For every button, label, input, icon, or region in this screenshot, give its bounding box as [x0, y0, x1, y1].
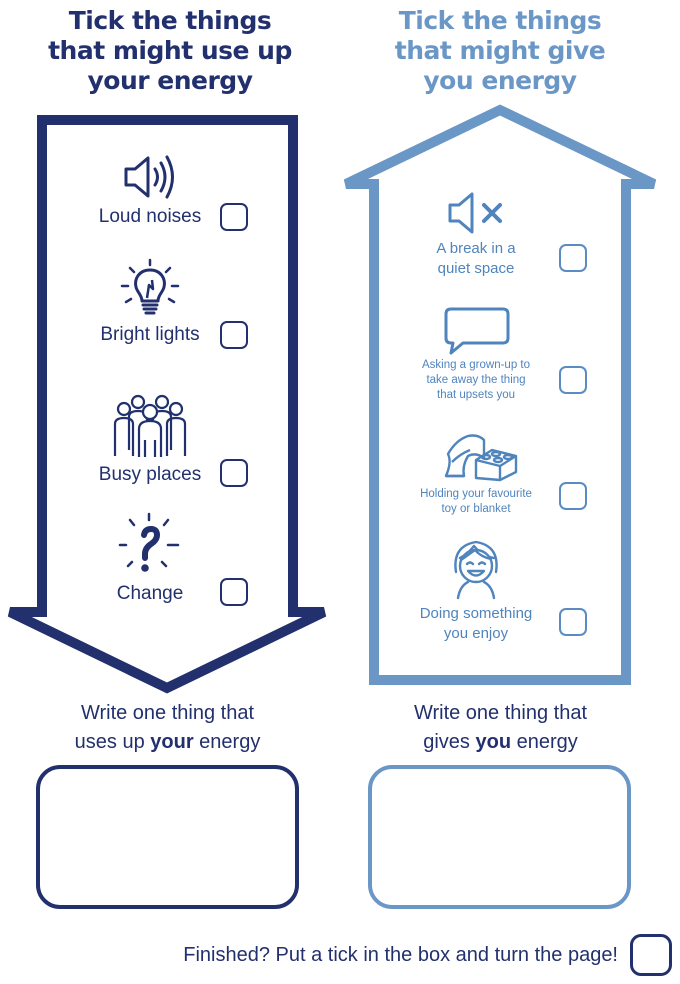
checkbox-bright-lights[interactable]: [220, 321, 248, 349]
write-prompt-drain-text: uses up: [74, 731, 151, 753]
speech-bubble-icon: [443, 306, 511, 356]
finished-instruction: Finished? Put a tick in the box and turn…: [183, 944, 618, 966]
energy-gain-title-line-2: that might give: [394, 36, 606, 65]
write-prompt-gain-line-2: gives you energy: [353, 728, 648, 757]
blanket-and-toy-icon: [440, 432, 520, 482]
item-label-busy-places: Busy places: [98, 464, 202, 485]
checkbox-change[interactable]: [220, 578, 248, 606]
energy-drain-title-line-2: that might use up: [48, 36, 292, 65]
energy-gain-title-line-3: you energy: [423, 66, 577, 95]
item-label-quiet-space-line-2: quiet space: [437, 260, 515, 277]
item-label-toy-blanket-line-2: toy or blanket: [441, 503, 511, 515]
write-prompt-gain: Write one thing that gives you energy: [353, 699, 648, 757]
write-box-gain[interactable]: [368, 765, 631, 909]
item-label-ask-grown-up: Asking a grown-up to take away the thing…: [406, 358, 546, 403]
write-prompt-drain-emphasis: your: [150, 731, 194, 753]
checkbox-ask-grown-up[interactable]: [559, 366, 587, 394]
item-label-loud-noises: Loud noises: [98, 206, 202, 227]
energy-drain-title: Tick the things that might use up your e…: [20, 6, 320, 96]
checkbox-busy-places[interactable]: [220, 459, 248, 487]
item-label-change: Change: [116, 583, 184, 604]
checkbox-quiet-space[interactable]: [559, 244, 587, 272]
write-prompt-gain-emphasis: you: [475, 731, 512, 753]
write-prompt-drain-text-end: energy: [193, 731, 261, 753]
item-label-ask-grown-up-line-1: Asking a grown-up to: [421, 359, 531, 371]
checkbox-loud-noises[interactable]: [220, 203, 248, 231]
down-arrow-frame: [7, 104, 657, 694]
light-bulb-icon: [118, 258, 182, 322]
item-label-ask-grown-up-line-2: take away the thing: [426, 374, 526, 386]
item-label-ask-grown-up-line-3: that upsets you: [437, 389, 515, 401]
crowd-icon: [112, 390, 188, 458]
write-prompt-drain-line-2: uses up your energy: [20, 728, 315, 757]
write-prompt-gain-text: gives: [423, 731, 476, 753]
energy-drain-title-line-3: your energy: [87, 66, 253, 95]
checkbox-doing-something[interactable]: [559, 608, 587, 636]
item-label-toy-blanket: Holding your favourite toy or blanket: [406, 487, 546, 517]
smiling-child-icon: [450, 538, 502, 600]
item-label-doing-something: Doing something you enjoy: [406, 604, 546, 644]
write-prompt-drain: Write one thing that uses up your energy: [20, 699, 315, 757]
write-box-drain[interactable]: [36, 765, 299, 909]
item-label-toy-blanket-line-1: Holding your favourite: [420, 488, 532, 500]
checkbox-toy-blanket[interactable]: [559, 482, 587, 510]
write-prompt-drain-line-1: Write one thing that: [80, 702, 255, 724]
energy-gain-title: Tick the things that might give you ener…: [350, 6, 650, 96]
question-mark-icon: [116, 510, 186, 580]
write-prompt-gain-text-end: energy: [511, 731, 578, 753]
item-label-doing-something-line-1: Doing something: [419, 605, 533, 622]
muted-speaker-icon: [446, 188, 508, 238]
write-prompt-gain-line-1: Write one thing that: [413, 702, 588, 724]
item-label-quiet-space-line-1: A break in a: [436, 240, 516, 257]
item-label-bright-lights: Bright lights: [100, 324, 200, 345]
finished-checkbox[interactable]: [630, 934, 672, 976]
speaker-icon: [122, 152, 178, 202]
item-label-doing-something-line-2: you enjoy: [443, 625, 509, 642]
energy-drain-title-line-1: Tick the things: [68, 6, 272, 35]
item-label-quiet-space: A break in a quiet space: [406, 239, 546, 279]
energy-gain-title-line-1: Tick the things: [398, 6, 602, 35]
